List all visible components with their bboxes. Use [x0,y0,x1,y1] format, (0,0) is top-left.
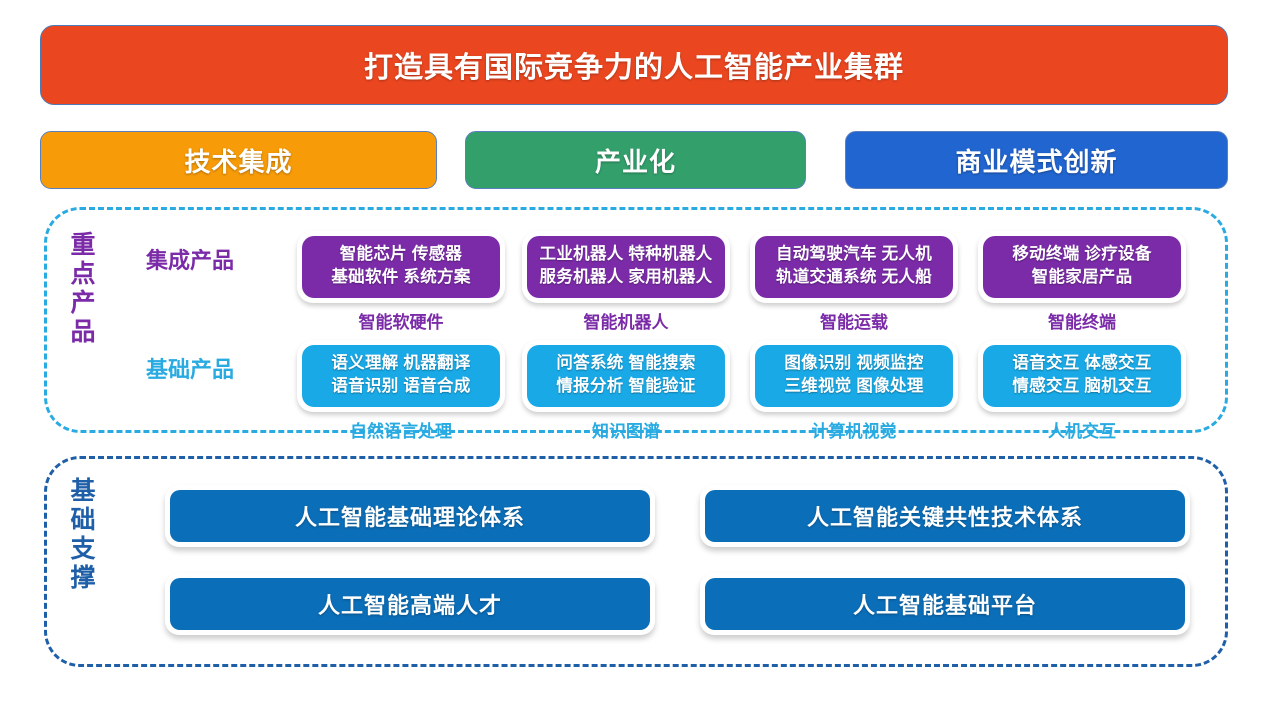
side-label-char-2: 支 [70,535,96,563]
product-card-line1: 智能芯片 传感器 [339,245,463,263]
row-label-integrated-products: 集成产品 [146,248,235,273]
product-card-line2: 三维视觉 图像处理 [784,377,924,396]
support-card-label: 人工智能基础理论体系 [170,490,650,542]
support-card-label: 人工智能高端人才 [170,578,650,630]
product-card-line2: 情报分析 智能验证 [556,377,696,396]
product-card-frame: 自动驾驶汽车 无人机 轨道交通系统 无人船 [750,231,958,303]
product-card-caption: 智能运载 [820,312,888,332]
product-card-line1: 图像识别 视频监控 [784,354,924,372]
product-card[interactable]: 语义理解 机器翻译 语音识别 语音合成 自然语言处理 [297,340,505,442]
main-title-banner: 打造具有国际竞争力的人工智能产业集群 [40,25,1228,105]
product-card-caption: 计算机视觉 [811,421,897,441]
product-card-pill: 语音交互 体感交互 情感交互 脑机交互 [983,345,1181,407]
product-card-line1: 语义理解 机器翻译 [331,354,471,372]
product-card[interactable]: 语音交互 体感交互 情感交互 脑机交互 人机交互 [978,340,1186,442]
support-card[interactable]: 人工智能关键共性技术体系 [700,485,1190,547]
category-label-0: 技术集成 [184,146,293,177]
product-card[interactable]: 工业机器人 特种机器人 服务机器人 家用机器人 智能机器人 [522,231,730,333]
support-card-label: 人工智能基础平台 [705,578,1185,630]
product-card[interactable]: 移动终端 诊疗设备 智能家居产品 智能终端 [978,231,1186,333]
side-label-char-0: 重 [70,231,96,259]
row-label-foundational-products: 基础产品 [146,357,235,382]
category-label-1: 产业化 [594,146,676,177]
product-card-line1: 移动终端 诊疗设备 [1012,245,1152,263]
product-card-caption: 智能软硬件 [358,312,444,332]
product-card-frame: 语音交互 体感交互 情感交互 脑机交互 [978,340,1186,412]
support-card-frame: 人工智能高端人才 [165,573,655,635]
product-card-pill: 语义理解 机器翻译 语音识别 语音合成 [302,345,500,407]
product-card-frame: 智能芯片 传感器 基础软件 系统方案 [297,231,505,303]
support-card-label: 人工智能关键共性技术体系 [705,490,1185,542]
product-card-pill: 图像识别 视频监控 三维视觉 图像处理 [755,345,953,407]
side-label-char-3: 品 [70,318,96,346]
product-card-frame: 工业机器人 特种机器人 服务机器人 家用机器人 [522,231,730,303]
support-card-frame: 人工智能基础平台 [700,573,1190,635]
support-card[interactable]: 人工智能基础理论体系 [165,485,655,547]
product-card-frame: 问答系统 智能搜索 情报分析 智能验证 [522,340,730,412]
product-card-caption: 自然语言处理 [350,421,452,441]
product-card-caption: 智能终端 [1048,312,1116,332]
category-bar-business-model-innovation[interactable]: 商业模式创新 [845,131,1228,189]
product-card-line2: 智能家居产品 [1031,268,1133,287]
product-card-line2: 基础软件 系统方案 [331,268,471,287]
support-card-frame: 人工智能基础理论体系 [165,485,655,547]
side-label-char-1: 点 [70,260,96,288]
product-card-line2: 语音识别 语音合成 [331,377,471,396]
product-card-pill: 移动终端 诊疗设备 智能家居产品 [983,236,1181,298]
product-card-line2: 服务机器人 家用机器人 [539,268,713,287]
product-card[interactable]: 智能芯片 传感器 基础软件 系统方案 智能软硬件 [297,231,505,333]
support-card[interactable]: 人工智能基础平台 [700,573,1190,635]
product-card-line1: 语音交互 体感交互 [1012,354,1152,372]
side-label-char-2: 产 [70,289,96,317]
product-card[interactable]: 问答系统 智能搜索 情报分析 智能验证 知识图谱 [522,340,730,442]
product-card-pill: 工业机器人 特种机器人 服务机器人 家用机器人 [527,236,725,298]
product-card-line1: 问答系统 智能搜索 [556,354,696,372]
product-card-frame: 移动终端 诊疗设备 智能家居产品 [978,231,1186,303]
foundation-support-panel [44,456,1228,667]
product-card-frame: 语义理解 机器翻译 语音识别 语音合成 [297,340,505,412]
key-products-side-label: 重 点 产 品 [62,231,104,347]
product-card-line2: 轨道交通系统 无人船 [775,268,933,287]
product-card-pill: 智能芯片 传感器 基础软件 系统方案 [302,236,500,298]
product-card-pill: 问答系统 智能搜索 情报分析 智能验证 [527,345,725,407]
main-title-text: 打造具有国际竞争力的人工智能产业集群 [363,52,904,84]
category-bar-technology-integration[interactable]: 技术集成 [40,131,437,189]
product-card-line1: 工业机器人 特种机器人 [539,245,713,263]
product-card[interactable]: 自动驾驶汽车 无人机 轨道交通系统 无人船 智能运载 [750,231,958,333]
product-card-caption: 知识图谱 [592,421,660,441]
product-card[interactable]: 图像识别 视频监控 三维视觉 图像处理 计算机视觉 [750,340,958,442]
side-label-char-1: 础 [70,506,96,534]
support-card[interactable]: 人工智能高端人才 [165,573,655,635]
side-label-char-0: 基 [70,477,96,505]
foundation-support-side-label: 基 础 支 撑 [62,477,104,593]
product-card-caption: 智能机器人 [583,312,669,332]
product-card-pill: 自动驾驶汽车 无人机 轨道交通系统 无人船 [755,236,953,298]
product-card-caption: 人机交互 [1048,421,1116,441]
side-label-char-3: 撑 [70,564,96,592]
category-bar-industrialization[interactable]: 产业化 [465,131,806,189]
support-card-frame: 人工智能关键共性技术体系 [700,485,1190,547]
product-card-line1: 自动驾驶汽车 无人机 [775,245,933,263]
product-card-frame: 图像识别 视频监控 三维视觉 图像处理 [750,340,958,412]
product-card-line2: 情感交互 脑机交互 [1012,377,1152,396]
category-label-2: 商业模式创新 [955,146,1118,177]
key-products-panel [44,207,1228,433]
